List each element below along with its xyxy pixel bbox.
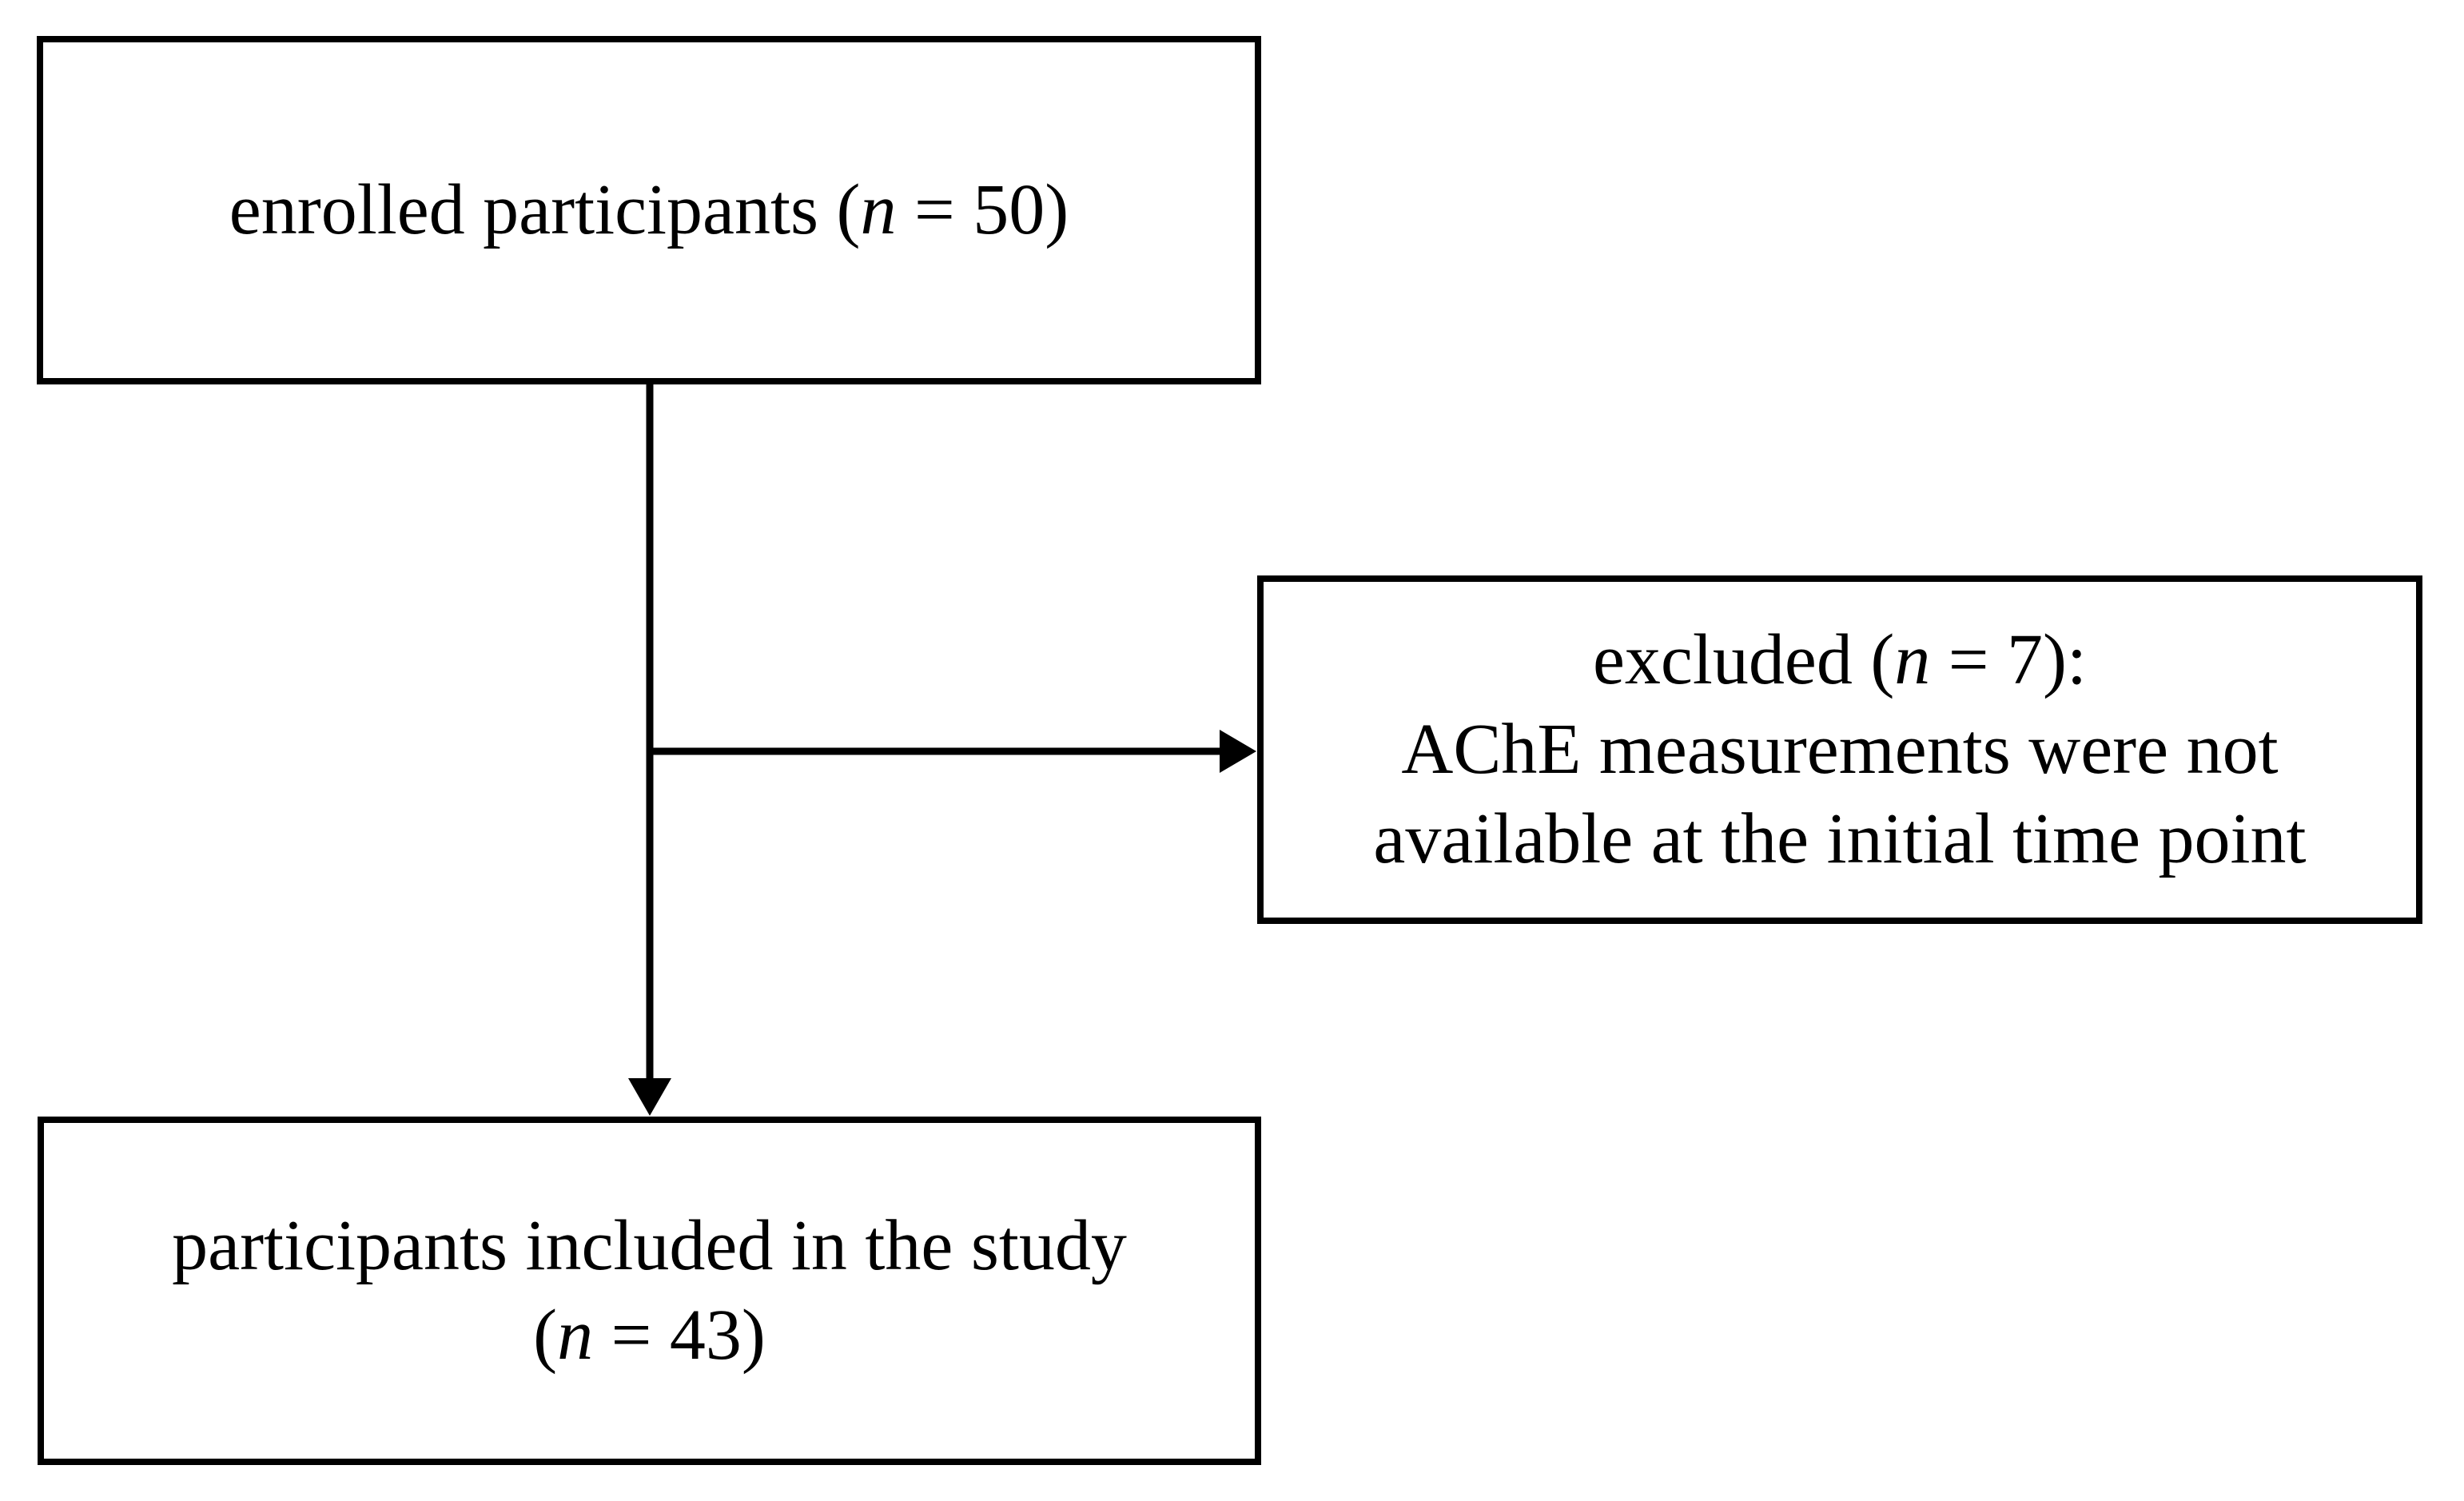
n-variable: n [557,1296,594,1375]
included-label-line1: participants included in the study [172,1206,1127,1285]
node-included-participants: participants included in the study (n = … [38,1117,1261,1465]
enrolled-label-suffix: = 50) [896,170,1069,249]
included-label: participants included in the study (n = … [172,1201,1127,1380]
excluded-label-line1: excluded (n = 7): [1373,615,2306,705]
arrowhead-down-icon [628,1078,671,1116]
node-enrolled-participants: enrolled participants (n = 50) [37,36,1261,384]
arrowhead-right-icon [1220,730,1256,773]
included-line2-prefix: ( [533,1296,558,1375]
excluded-label: excluded (n = 7): AChE measurements were… [1373,615,2306,884]
n-variable: n [860,170,897,249]
enrolled-label-prefix: enrolled participants ( [229,170,861,249]
included-line2-suffix: = 43) [593,1296,766,1375]
included-label-line2: (n = 43) [172,1291,1127,1380]
n-variable: n [1894,620,1931,699]
node-excluded: excluded (n = 7): AChE measurements were… [1257,575,2422,924]
excluded-line1-suffix: = 7): [1930,620,2088,699]
excluded-label-line2: AChE measurements were not [1401,710,2279,789]
enrolled-label: enrolled participants (n = 50) [229,165,1069,255]
excluded-line1-prefix: excluded ( [1592,620,1895,699]
excluded-label-line3: available at the initial time point [1373,799,2307,878]
